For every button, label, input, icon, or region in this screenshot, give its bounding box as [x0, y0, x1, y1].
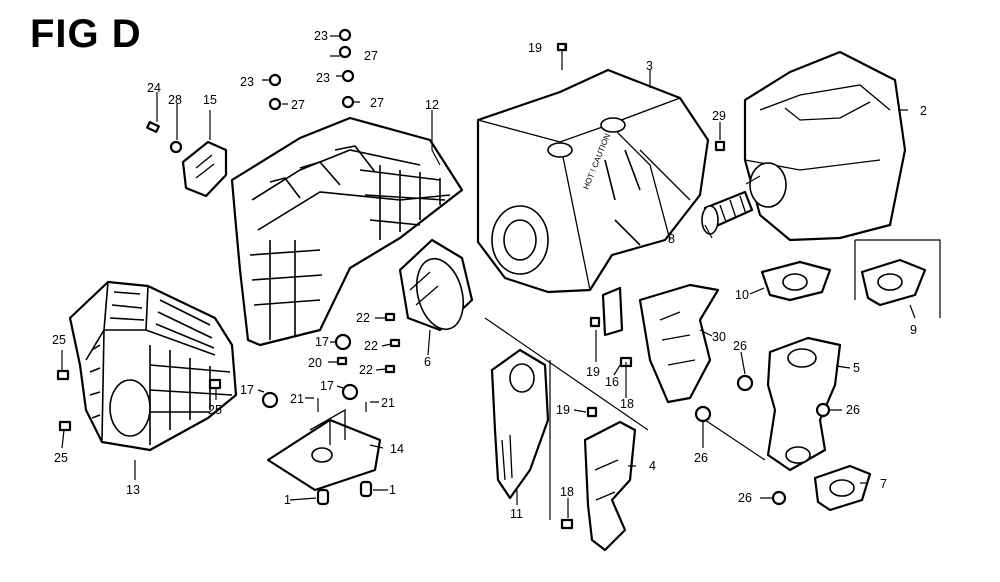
callout-labels: 23 27 23 27 23 27 24 28 15 12 19 3 29 2 …: [52, 29, 927, 521]
callout-23: 23: [316, 71, 330, 85]
callout-17: 17: [315, 335, 329, 349]
part-cylinder-shroud: [68, 280, 238, 452]
part-small-bracket: [601, 286, 624, 337]
callout-21: 21: [381, 396, 395, 410]
callout-8: 8: [668, 232, 675, 246]
callout-22: 22: [356, 311, 370, 325]
callout-23: 23: [240, 75, 254, 89]
callout-26: 26: [694, 451, 708, 465]
callout-26: 26: [738, 491, 752, 505]
part-air-duct: [398, 238, 474, 332]
callout-20: 20: [308, 356, 322, 370]
callout-6: 6: [424, 355, 431, 369]
callout-22: 22: [359, 363, 373, 377]
callout-13: 13: [126, 483, 140, 497]
callout-18: 18: [560, 485, 574, 499]
callout-9: 9: [910, 323, 917, 337]
part-bracket-30: [638, 283, 720, 404]
callout-7: 7: [880, 477, 887, 491]
callout-17: 17: [240, 383, 254, 397]
part-exhaust-pipe: [701, 190, 754, 235]
callout-25: 25: [54, 451, 68, 465]
callout-1: 1: [284, 493, 291, 507]
callout-24: 24: [147, 81, 161, 95]
part-fan-shroud: HOT ! CAUTION: [476, 68, 710, 294]
figure-title: FIG D: [30, 12, 142, 56]
callout-21: 21: [290, 392, 304, 406]
callout-30: 30: [712, 330, 726, 344]
leader-lines: [61, 35, 941, 520]
callout-25: 25: [52, 333, 66, 347]
callout-14: 14: [390, 442, 404, 456]
callout-2: 2: [920, 104, 927, 118]
callout-27: 27: [291, 98, 305, 112]
callout-16: 16: [605, 375, 619, 389]
part-muffler: [743, 50, 907, 242]
callout-18: 18: [620, 397, 634, 411]
callout-29: 29: [712, 109, 726, 123]
part-baffle-plate: [230, 116, 464, 347]
part-manifold: [766, 336, 842, 472]
part-gasket-7: [813, 464, 872, 512]
callout-23: 23: [314, 29, 328, 43]
part-plate-14: [266, 408, 382, 492]
callout-1: 1: [389, 483, 396, 497]
callout-27: 27: [364, 49, 378, 63]
callout-11: 11: [510, 507, 523, 521]
part-gasket-9: [860, 258, 927, 307]
callout-28: 28: [168, 93, 182, 107]
part-clip: [181, 140, 228, 198]
callout-12: 12: [425, 98, 439, 112]
callout-27: 27: [370, 96, 384, 110]
part-bracket-4: [583, 420, 637, 552]
callout-19: 19: [586, 365, 600, 379]
callout-19: 19: [556, 403, 570, 417]
callout-19: 19: [528, 41, 542, 55]
callout-4: 4: [649, 459, 656, 473]
callout-15: 15: [203, 93, 217, 107]
callout-25: 25: [208, 403, 222, 417]
callout-26: 26: [846, 403, 860, 417]
callout-22: 22: [364, 339, 378, 353]
callout-10: 10: [735, 288, 749, 302]
callout-26: 26: [733, 339, 747, 353]
callout-5: 5: [853, 361, 860, 375]
callout-3: 3: [646, 59, 653, 73]
part-cover-11: [490, 348, 550, 500]
callout-17: 17: [320, 379, 334, 393]
part-gasket-10: [760, 260, 832, 302]
